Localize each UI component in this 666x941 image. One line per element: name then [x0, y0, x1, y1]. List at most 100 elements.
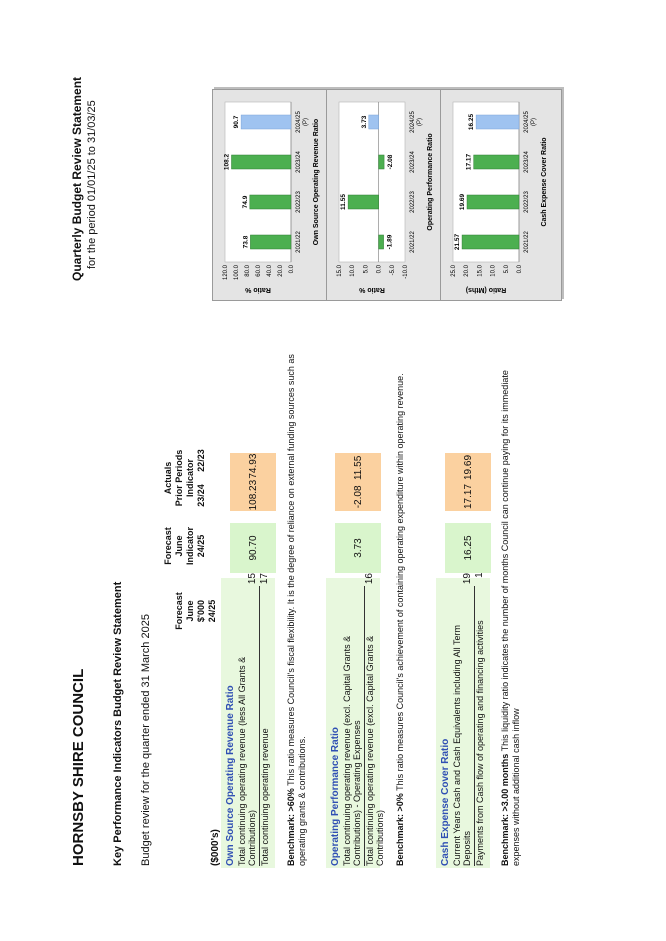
y-axis-label: Ratio %: [244, 286, 270, 293]
y-tick-label: 10.0: [491, 264, 497, 276]
col-head-line: Forecast: [163, 527, 173, 565]
x-tick-label: 2023/24: [524, 151, 530, 173]
denominator-label: Total continuing operating revenue: [260, 728, 270, 866]
kpi-title: Key Performance Indicators Budget Review…: [112, 581, 124, 866]
bar: [347, 194, 379, 210]
y-tick-label: -5.0: [390, 264, 396, 275]
col-head-line: Actuals: [163, 461, 173, 495]
statement-title: Quarterly Budget Review Statement: [70, 76, 84, 281]
x-tick-label: 2021/22: [524, 231, 530, 253]
x-tick-label: 2022/23: [524, 191, 530, 213]
y-tick-label: 5.0: [504, 264, 510, 273]
section-title: Cash Expense Cover Ratio: [440, 738, 451, 866]
numerator-label: Total continuing operating revenue (less…: [237, 656, 257, 866]
actual-values: -2.08 11.55: [335, 453, 381, 511]
bar: [231, 154, 292, 170]
council-name: HORNSBY SHIRE COUNCIL: [70, 668, 87, 866]
benchmark-label: Benchmark: >3.00 months: [500, 753, 510, 866]
actual-2223: 19.69: [462, 454, 474, 481]
column-head-forecast-indicator: Forecast June Indicator 24/25: [163, 516, 207, 576]
y-tick-label: 40.0: [267, 264, 273, 276]
benchmark-text: This ratio measures Council's achievemen…: [395, 373, 405, 794]
data-label: 73.8: [242, 235, 249, 248]
chart-title: Cash Expense Cover Ratio: [541, 137, 548, 226]
y-tick-label: 60.0: [256, 264, 262, 276]
x-tick-label: 2023/24: [410, 151, 416, 173]
benchmark-label: Benchmark: >0%: [395, 793, 405, 866]
data-label: -1.89: [387, 234, 394, 249]
y-tick-label: 20.0: [464, 264, 470, 276]
y-tick-label: 5.0: [363, 264, 369, 273]
numerator-label: Current Years Cash and Cash Equivalents …: [452, 625, 472, 866]
x-tick-label: 2024/25: [524, 111, 530, 133]
benchmark: Benchmark: >60% This ratio measures Coun…: [286, 346, 308, 866]
actual-values: 17.17 19.69: [445, 453, 491, 511]
x-tick-label: 2023/24: [296, 151, 302, 173]
section-title: Operating Performance Ratio: [330, 727, 341, 866]
data-label: 21.57: [454, 233, 461, 250]
col-head-line: $'000: [196, 599, 206, 623]
bar: [368, 114, 379, 130]
y-tick-label: 15.0: [477, 264, 483, 276]
bar: [240, 114, 292, 130]
y-tick-label: 10.0: [350, 264, 356, 276]
y-tick-label: -10.0: [403, 264, 409, 278]
column-head-forecast-dollars: Forecast June $'000 24/25: [174, 581, 218, 641]
x-tick-label: (P): [417, 118, 423, 126]
chart-title: Own Source Operating Revenue Ratio: [313, 119, 320, 245]
denominator-label: Total continuing operating revenue (excl…: [365, 635, 385, 866]
y-tick-label: 25.0: [451, 264, 457, 276]
col-head-line: Forecast: [174, 592, 184, 630]
x-tick-label: 2024/25: [296, 111, 302, 133]
denominator-label: Payments from Cash flow of operating and…: [475, 620, 485, 866]
col-head-line: Indicator: [185, 527, 195, 566]
bar: [461, 234, 520, 250]
bar: [249, 194, 292, 210]
data-label: 19.69: [459, 193, 466, 210]
bar: [466, 194, 520, 210]
y-axis-label: Ratio (Mths): [466, 286, 506, 293]
bar: [250, 234, 292, 250]
y-tick-label: 120.0: [223, 264, 229, 280]
data-label: 16.25: [468, 113, 475, 130]
column-head-actuals: Actuals Prior Periods Indicator 23/24 22…: [163, 443, 207, 513]
actual-2324: -2.08: [352, 485, 364, 509]
bar: [378, 154, 385, 170]
x-tick-label: 2021/22: [410, 231, 416, 253]
bar: [473, 154, 520, 170]
data-label: -2.08: [387, 154, 394, 169]
bar: [475, 114, 520, 130]
y-tick-label: 0.0: [289, 264, 295, 273]
col-head-line: June: [185, 600, 195, 622]
year-2223: 22/23: [196, 449, 206, 472]
y-tick-label: 15.0: [337, 264, 343, 276]
section-title: Own Source Operating Revenue Ratio: [225, 685, 236, 866]
x-tick-label: 2022/23: [296, 191, 302, 213]
data-label: 11.55: [340, 194, 347, 210]
actual-values: 108.23 74.93: [230, 453, 276, 511]
plot-area: [338, 101, 406, 263]
actual-2223: 74.93: [247, 453, 259, 479]
actual-2223: 11.55: [352, 455, 364, 481]
forecast-indicator: 3.73: [335, 523, 381, 573]
y-tick-label: 80.0: [245, 264, 251, 276]
benchmark: Benchmark: >3.00 months This liquidity r…: [500, 346, 522, 866]
col-head-line: Indicator: [185, 459, 195, 498]
x-tick-label: (P): [303, 118, 309, 126]
y-tick-label: 0.0: [377, 264, 383, 273]
data-label: 108.2: [223, 153, 230, 170]
actual-years: 23/24 22/23: [196, 443, 207, 513]
forecast-indicator: 90.70: [230, 523, 276, 573]
review-line: Budget review for the quarter ended 31 M…: [140, 614, 152, 866]
col-head-line: Prior Periods: [174, 449, 184, 507]
year-2324: 23/24: [196, 484, 206, 507]
actual-2324: 108.23: [247, 479, 259, 511]
y-tick-label: 20.0: [278, 264, 284, 276]
